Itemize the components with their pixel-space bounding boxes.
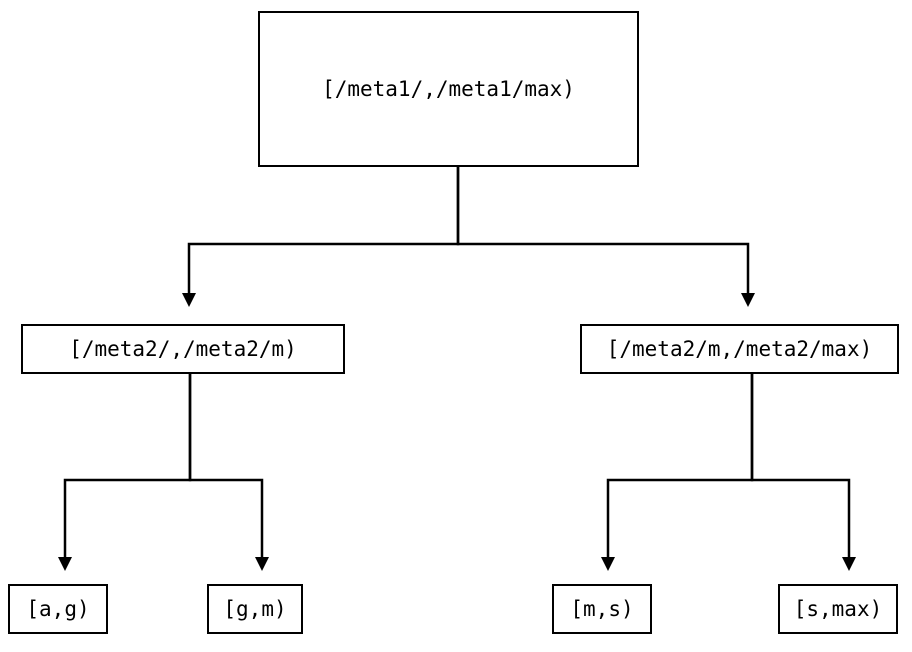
node-leaf-ag-label: [a,g) [26, 596, 90, 621]
arrowhead-icon [182, 293, 196, 307]
node-root-label: [/meta1/,/meta1/max) [322, 76, 575, 101]
arrowhead-icon [741, 293, 755, 307]
node-root[interactable]: [/meta1/,/meta1/max) [258, 11, 639, 167]
node-leaf-gm-label: [g,m) [223, 596, 287, 621]
edge-root-to-meta2-right [456, 167, 755, 307]
node-meta2-right[interactable]: [/meta2/m,/meta2/max) [580, 324, 899, 374]
edge-meta2-left-to-leaf-gm [188, 374, 269, 571]
edge-root-to-meta2-left [182, 167, 460, 307]
arrowhead-icon [601, 557, 615, 571]
node-meta2-left[interactable]: [/meta2/,/meta2/m) [21, 324, 345, 374]
arrowhead-icon [58, 557, 72, 571]
node-leaf-smax-label: [s,max) [793, 596, 883, 621]
node-meta2-right-label: [/meta2/m,/meta2/max) [606, 336, 873, 361]
node-leaf-smax[interactable]: [s,max) [778, 584, 898, 634]
arrowhead-icon [842, 557, 856, 571]
edge-meta2-right-to-leaf-ms [601, 374, 754, 571]
node-meta2-left-label: [/meta2/,/meta2/m) [69, 336, 297, 361]
node-leaf-gm[interactable]: [g,m) [207, 584, 303, 634]
arrowhead-icon [255, 557, 269, 571]
edge-meta2-left-to-leaf-ag [58, 374, 192, 571]
node-leaf-ms-label: [m,s) [570, 596, 634, 621]
edge-meta2-right-to-leaf-smax [750, 374, 856, 571]
node-leaf-ag[interactable]: [a,g) [8, 584, 108, 634]
node-leaf-ms[interactable]: [m,s) [552, 584, 652, 634]
